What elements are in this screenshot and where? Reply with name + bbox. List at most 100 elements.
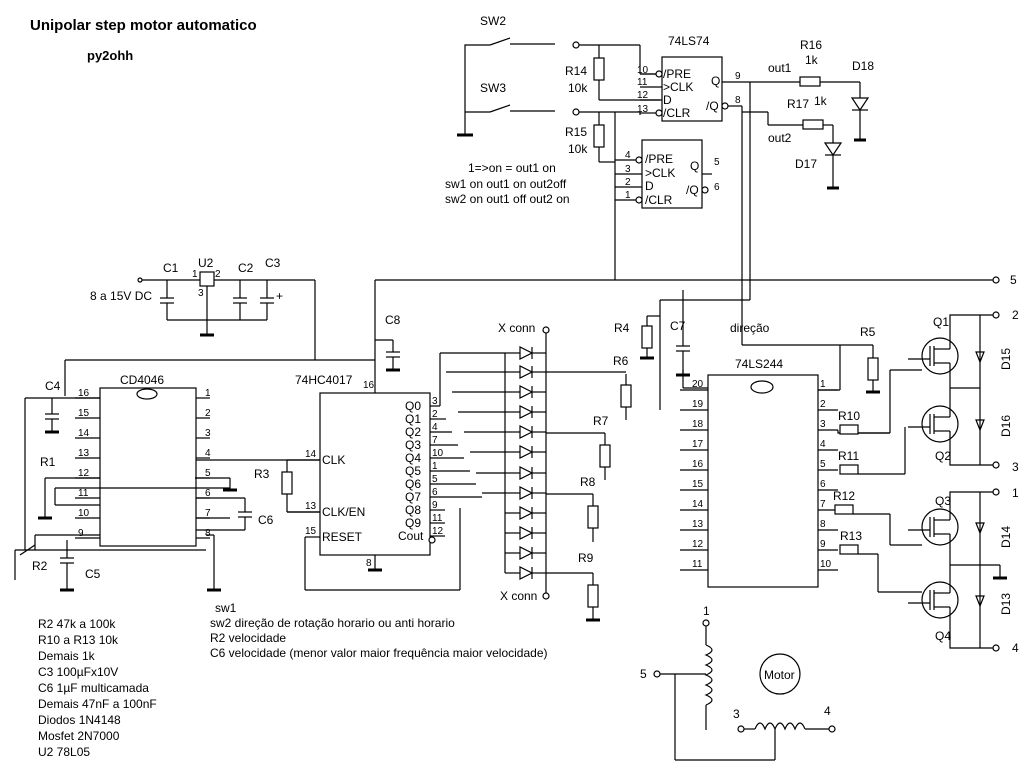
pullups: R14 10k R15 10k	[565, 45, 660, 280]
truth-line-1: 1=>on = out1 on	[468, 161, 556, 175]
truth-line-3: sw2 on out1 off out2 on	[445, 192, 570, 206]
u2-pin1: 1	[192, 269, 198, 280]
q3-label: Q3	[935, 494, 951, 508]
diode-11	[519, 546, 534, 560]
c8: C8	[65, 313, 401, 372]
cd4046-pin-5: 5	[205, 468, 211, 479]
cd4046-pin-1: 1	[205, 388, 211, 399]
hc4017-label-q2: Q2	[405, 425, 421, 439]
r13-label: R13	[840, 529, 862, 543]
r9-label: R9	[578, 551, 594, 565]
diode-4	[519, 405, 534, 419]
resistor-bank: R4 C7 R6 R7 R8 R9 R5 d	[578, 290, 880, 622]
ls244-pin-17: 17	[692, 439, 704, 450]
r15-value: 10k	[568, 142, 588, 156]
ls244-pin-8: 8	[820, 519, 826, 530]
d14-label: D14	[999, 526, 1013, 548]
switch-area: SW2 SW3	[457, 14, 640, 137]
diode-2	[519, 365, 534, 379]
terminal-1: 1	[1012, 486, 1019, 500]
ls74-ff2-qnpin: 6	[714, 182, 720, 193]
note-4: C3 100µFx10V	[38, 665, 118, 679]
sw2-label: SW2	[480, 14, 506, 28]
c5-label: C5	[85, 567, 101, 581]
r16-value: 1k	[805, 53, 819, 67]
truth-table: 1=>on = out1 on sw1 on out1 on out2off s…	[445, 161, 570, 206]
cd4046-pin-14: 14	[78, 428, 90, 439]
diode-8	[519, 486, 534, 500]
hc4017-pin16: 16	[363, 380, 375, 391]
cd4046-pin-16: 16	[78, 388, 90, 399]
hc4017-pin-9: 9	[432, 500, 438, 511]
regulator: 8 a 15V DC C1 U2 C2 C3 1 2 3 +	[90, 256, 316, 360]
diode-10	[519, 526, 534, 540]
supply-label: 8 a 15V DC	[90, 289, 152, 303]
ls74-ff2-qn: /Q	[686, 183, 699, 197]
note-3: Demais 1k	[38, 649, 96, 663]
mosfet-4	[921, 581, 959, 619]
ls74-ff1-lbl-d: D	[663, 93, 672, 107]
r3-label: R3	[254, 467, 270, 481]
u2-pin3: 3	[198, 288, 204, 299]
cd4046-pin-12: 12	[78, 468, 90, 479]
ls74-ff1-q: Q	[711, 74, 720, 88]
ls244-pin-12: 12	[692, 539, 704, 550]
r11-label: R11	[838, 449, 859, 463]
q2-label: Q2	[935, 449, 951, 463]
ls74-ff2-lbl-pre: /PRE	[645, 152, 673, 166]
terminal-4: 4	[1012, 641, 1019, 655]
r14-value: 10k	[568, 81, 588, 95]
hc4017-label-q5: Q5	[405, 464, 421, 478]
r15-label: R15	[565, 125, 587, 139]
out1-label: out1	[768, 61, 792, 75]
q4-label: Q4	[935, 629, 951, 643]
mosfet-1	[921, 337, 959, 375]
ls74-ff1-lbl-clk: >CLK	[663, 80, 693, 94]
diode-12	[519, 566, 534, 580]
ls244-pin-15: 15	[692, 479, 704, 490]
d16-label: D16	[999, 415, 1013, 437]
ls244-pin-14: 14	[692, 499, 704, 510]
motor-label: Motor	[764, 668, 795, 682]
motor: 1 5 3 4 Motor	[640, 604, 836, 761]
diode-9	[519, 506, 534, 520]
hc4017-pin-5: 5	[432, 474, 438, 485]
cd4046-pin-15: 15	[78, 408, 90, 419]
ls74-ff1-pin-clr: 13	[637, 104, 649, 115]
ls74-ff1-pin-d: 12	[637, 90, 649, 101]
descr-4: C6 velocidade (menor valor maior frequên…	[210, 646, 548, 660]
diode-matrix: X conn X conn	[439, 321, 626, 603]
leds: out1 out2 R16 1k R17 1k D18 D17	[741, 38, 874, 190]
ls244-pin-9: 9	[820, 539, 826, 550]
r2-label: R2	[32, 559, 48, 573]
ls244-pin-6: 6	[820, 479, 826, 490]
descr-3: R2 velocidade	[210, 631, 286, 645]
d17-label: D17	[795, 157, 817, 171]
r12-label: R12	[833, 489, 855, 503]
cd4046-pin-10: 10	[78, 508, 90, 519]
diode-5	[519, 425, 534, 439]
ls74-ff2-qpin: 5	[714, 157, 720, 168]
c3-label: C3	[265, 256, 281, 270]
cd4046-pin-11: 11	[78, 488, 89, 499]
hc4017-pin-12: 12	[432, 526, 444, 537]
diode-3	[519, 385, 534, 399]
ls244-pin-16: 16	[692, 459, 704, 470]
note-2: R10 a R13 10k	[38, 633, 119, 647]
r14-label: R14	[565, 64, 587, 78]
diode-1	[519, 346, 534, 360]
ls74-ff1-qnpin: 8	[735, 95, 741, 106]
hc4017-pin-2: 2	[432, 409, 438, 420]
ls74-ff1-qn: /Q	[706, 99, 719, 113]
mosfet-2	[921, 405, 959, 443]
ls74-ff2-pin-clk: 3	[625, 164, 631, 175]
r16-label: R16	[800, 38, 822, 52]
ls244-pin-2: 2	[820, 399, 826, 410]
r5-label: R5	[860, 325, 876, 339]
ls74-ff2-lbl-clr: /CLR	[645, 193, 673, 207]
author: py2ohh	[87, 48, 133, 63]
